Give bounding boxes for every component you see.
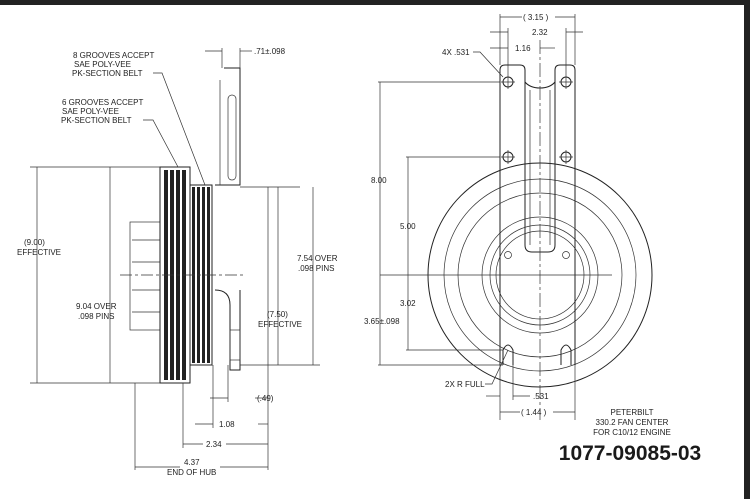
title-line-1: PETERBILT <box>611 408 654 417</box>
dim-8-00: 8.00 <box>371 176 387 185</box>
dim-2-32: 2.32 <box>532 28 548 37</box>
note-8-grooves-line1: 8 GROOVES ACCEPT <box>73 51 154 60</box>
hole-note: 4X .531 <box>442 48 470 57</box>
mounting-holes <box>501 75 573 365</box>
dim-9-04-label: .098 PINS <box>78 312 114 321</box>
dim-1-44: ( 1.44 ) <box>521 408 547 417</box>
dim-7-54: 7.54 OVER <box>297 254 338 263</box>
dim-2-34: 2.34 <box>206 440 222 449</box>
dim-9-00: (9.00) <box>24 238 45 247</box>
dim-4-37: 4.37 <box>184 458 200 467</box>
dim-7-50: (7.50) <box>267 310 288 319</box>
slot-note: 2X R FULL <box>445 380 485 389</box>
dim-1-08: 1.08 <box>219 420 235 429</box>
right-border <box>744 0 750 499</box>
note-8-grooves-line3: PK-SECTION BELT <box>72 69 143 78</box>
bracket-front <box>499 64 576 365</box>
dim-0-531: .531 <box>533 392 549 401</box>
dim-4-37-label: END OF HUB <box>167 468 216 477</box>
dim-0-49: (.49) <box>257 394 274 403</box>
dim-3-65: 3.65±.098 <box>364 317 400 326</box>
note-6-grooves-line3: PK-SECTION BELT <box>61 116 132 125</box>
bracket-side <box>214 67 241 371</box>
title-line-2: 330.2 FAN CENTER <box>596 418 669 427</box>
dim-3-02: 3.02 <box>400 299 416 308</box>
part-number: 1077-09085-03 <box>559 442 701 465</box>
top-border <box>0 0 750 5</box>
front-view: ( 3.15 ) 2.32 1.16 4X .531 8.00 5.00 3.0… <box>364 13 653 420</box>
dim-9-00-label: EFFECTIVE <box>17 248 61 257</box>
dim-5-00: 5.00 <box>400 222 416 231</box>
title-block: PETERBILT 330.2 FAN CENTER FOR C10/12 EN… <box>559 408 701 465</box>
dim-7-54-label: .098 PINS <box>298 264 334 273</box>
side-view: 8 GROOVES ACCEPT SAE POLY-VEE PK-SECTION… <box>17 47 338 477</box>
note-6-grooves-line2: SAE POLY-VEE <box>62 107 119 116</box>
dim-3-15: ( 3.15 ) <box>523 13 549 22</box>
note-6-grooves-line1: 6 GROOVES ACCEPT <box>62 98 143 107</box>
note-8-grooves-line2: SAE POLY-VEE <box>74 60 131 69</box>
dim-7-50-label: EFFECTIVE <box>258 320 302 329</box>
dim-1-16: 1.16 <box>515 44 531 53</box>
hub <box>129 221 161 331</box>
dim-9-04: 9.04 OVER <box>76 302 117 311</box>
title-line-3: FOR C10/12 ENGINE <box>593 428 671 437</box>
dim-thickness: .71±.098 <box>254 47 286 56</box>
